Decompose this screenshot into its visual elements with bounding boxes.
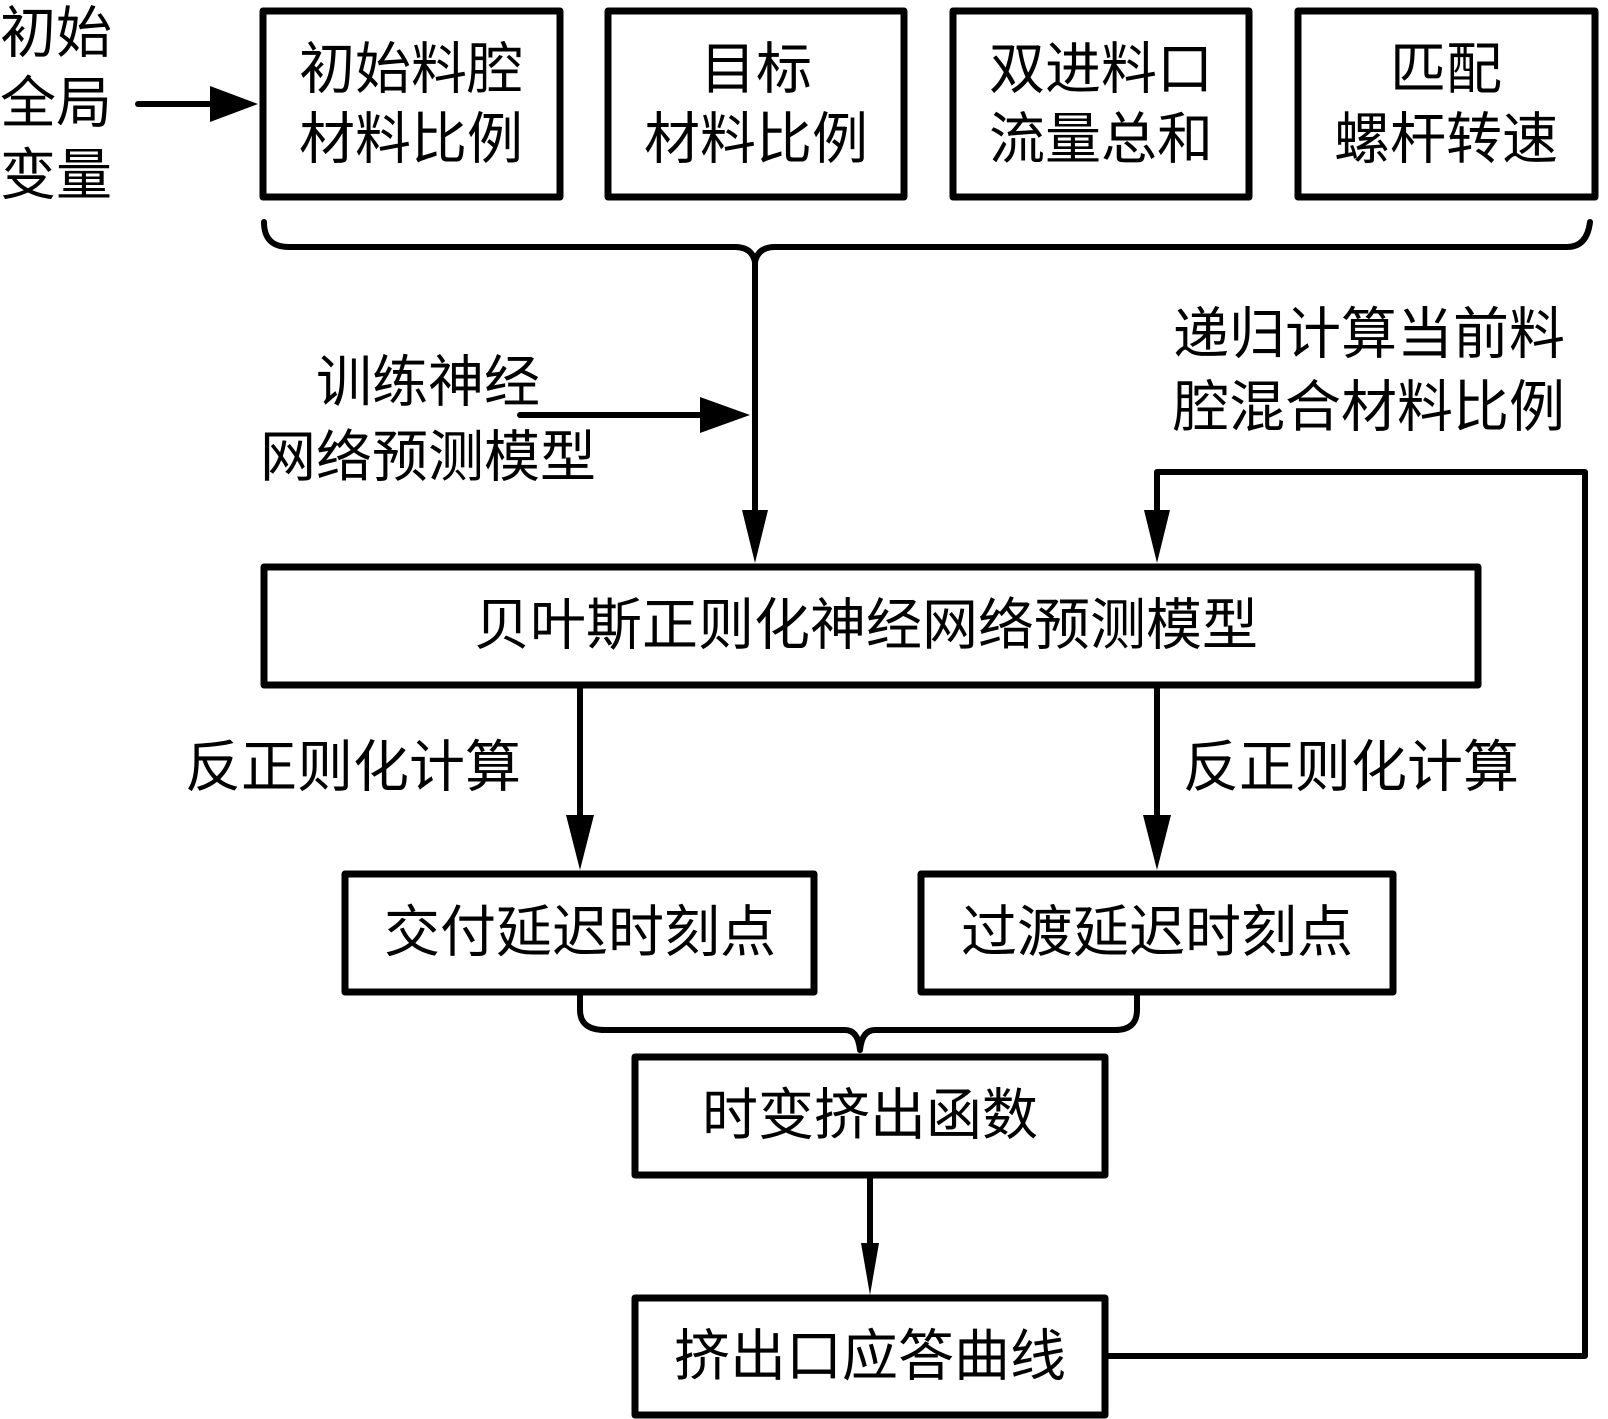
denormalize-right-label: 反正则化计算 bbox=[1183, 736, 1519, 801]
global-variables-arrow bbox=[135, 86, 258, 122]
input-box-screw-speed-line-2: 螺杆转速 bbox=[1334, 108, 1558, 173]
response-curve-box-label: 挤出口应答曲线 bbox=[674, 1325, 1066, 1390]
input-box-total-flow: 双进料口 流量总和 bbox=[949, 7, 1253, 201]
input-box-screw-speed-frame bbox=[1294, 7, 1599, 201]
input-box-initial-ratio-frame bbox=[259, 7, 564, 201]
input-box-target-ratio-frame bbox=[604, 7, 908, 201]
extrusion-function-box: 时变挤出函数 bbox=[631, 1053, 1109, 1179]
input-box-total-flow-frame bbox=[949, 7, 1253, 201]
input-box-target-ratio-line-1: 目标 bbox=[700, 38, 812, 103]
bottom-brace bbox=[577, 992, 1140, 1053]
extrusion-function-box-label: 时变挤出函数 bbox=[702, 1084, 1038, 1149]
recursive-label-line-1: 递归计算当前料 bbox=[1173, 303, 1565, 368]
arrowhead-down-icon bbox=[861, 1243, 879, 1295]
global-variables-label: 初始 全局 变量 bbox=[0, 2, 112, 209]
global-variables-line-2: 全局 bbox=[0, 72, 112, 137]
input-box-screw-speed: 匹配 螺杆转速 bbox=[1294, 7, 1599, 201]
training-label-line-1: 训练神经 bbox=[316, 351, 540, 416]
input-box-screw-speed-line-1: 匹配 bbox=[1390, 38, 1502, 103]
transition-delay-box: 过渡延迟时刻点 bbox=[917, 870, 1397, 996]
delivery-delay-box-label: 交付延迟时刻点 bbox=[384, 901, 776, 966]
input-box-target-ratio-line-2: 材料比例 bbox=[644, 108, 868, 173]
global-variables-line-1: 初始 bbox=[0, 2, 112, 67]
transition-delay-box-frame bbox=[917, 870, 1397, 996]
recursive-label-line-2: 腔混合材料比例 bbox=[1173, 376, 1565, 441]
response-curve-box: 挤出口应答曲线 bbox=[631, 1294, 1109, 1419]
denormalize-left-label: 反正则化计算 bbox=[185, 736, 521, 801]
input-box-initial-ratio-line-2: 材料比例 bbox=[299, 108, 523, 173]
global-variables-line-3: 变量 bbox=[0, 144, 112, 209]
input-box-total-flow-line-1: 双进料口 bbox=[989, 38, 1213, 103]
arrowhead-right-icon bbox=[210, 86, 258, 122]
arrowhead-down-icon bbox=[742, 510, 768, 563]
arrowhead-right-icon bbox=[700, 397, 750, 433]
feedback-loop-line bbox=[1105, 469, 1588, 1359]
model-box-label: 贝叶斯正则化神经网络预测模型 bbox=[474, 594, 1258, 659]
training-label-line-2: 网络预测模型 bbox=[260, 426, 596, 491]
delivery-delay-box-frame bbox=[341, 870, 818, 996]
arrowhead-down-icon bbox=[1143, 815, 1171, 870]
delivery-delay-box: 交付延迟时刻点 bbox=[341, 870, 818, 996]
input-box-initial-ratio: 初始料腔 材料比例 bbox=[259, 7, 564, 201]
top-brace bbox=[261, 219, 1593, 265]
input-box-target-ratio: 目标 材料比例 bbox=[604, 7, 908, 201]
transition-delay-box-label: 过渡延迟时刻点 bbox=[961, 901, 1353, 966]
extrusion-function-box-frame bbox=[631, 1053, 1109, 1179]
arrowhead-down-icon bbox=[566, 815, 594, 870]
response-curve-box-frame bbox=[631, 1294, 1109, 1419]
model-box-frame bbox=[260, 563, 1482, 689]
input-box-total-flow-line-2: 流量总和 bbox=[989, 108, 1213, 173]
training-label: 训练神经 网络预测模型 bbox=[260, 351, 596, 491]
model-box: 贝叶斯正则化神经网络预测模型 bbox=[260, 563, 1482, 689]
input-box-initial-ratio-line-1: 初始料腔 bbox=[299, 38, 523, 103]
recursive-label: 递归计算当前料 腔混合材料比例 bbox=[1173, 303, 1565, 441]
arrowhead-down-icon bbox=[1144, 510, 1170, 563]
